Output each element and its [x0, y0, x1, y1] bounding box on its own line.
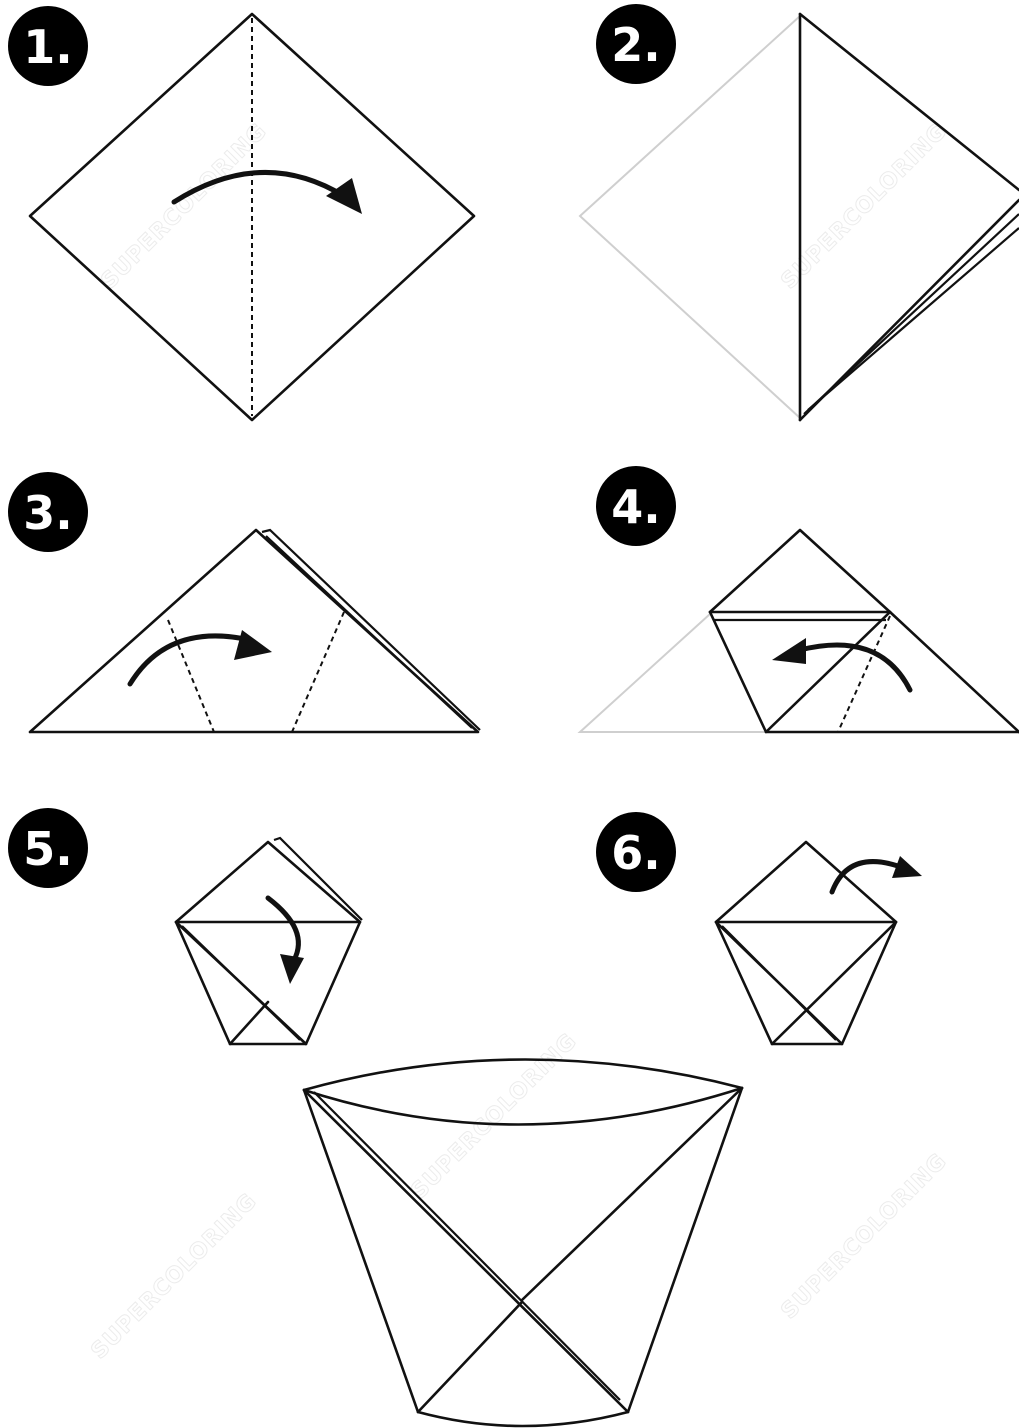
step-1-diagram: [30, 14, 474, 420]
right-diagonal: [772, 922, 896, 1044]
step-number-5: 5.: [23, 822, 72, 876]
triangle-top: [710, 530, 890, 612]
fold-arrow: [832, 862, 898, 892]
folded-flap: [710, 612, 890, 732]
back-layer-edge: [274, 838, 362, 920]
cup-diagonal-right: [522, 1088, 742, 1300]
step-3-diagram: [30, 530, 480, 732]
cup-diagonal-lower: [418, 1302, 522, 1412]
fold-arrow: [268, 898, 298, 960]
step-badge-5: 5.: [8, 808, 88, 888]
cup-outline: [716, 842, 896, 1044]
finished-cup-diagram: [304, 1059, 742, 1426]
cup-base: [418, 1412, 628, 1426]
arrow-head: [772, 638, 806, 664]
watermark-1: SUPERCOLORING: [97, 119, 272, 294]
left-diagonal-inner: [182, 926, 300, 1040]
watermark-3: SUPERCOLORING: [87, 1189, 262, 1364]
step-number-2: 2.: [611, 18, 660, 72]
step-number-4: 4.: [611, 480, 660, 534]
fold-arrow: [130, 636, 250, 684]
arrow-head: [280, 954, 304, 984]
fold-line: [838, 616, 890, 732]
triangle-outline: [30, 530, 478, 732]
watermark-4: SUPERCOLORING: [777, 1149, 952, 1324]
cup-outline: [176, 842, 360, 1044]
left-diagonal-inner: [722, 926, 836, 1040]
step-badge-1: 1.: [8, 6, 88, 86]
back-layer-edge-1: [262, 530, 480, 730]
arrow-head: [326, 178, 362, 214]
step-badge-2: 2.: [596, 4, 676, 84]
step-4-diagram: [580, 530, 1019, 732]
step-badge-3: 3.: [8, 472, 88, 552]
step-6-diagram: [716, 842, 922, 1044]
step-number-3: 3.: [23, 486, 72, 540]
arrow-head: [234, 630, 272, 660]
right-lower-diagonal: [230, 1002, 268, 1044]
cup-right-side: [628, 1088, 742, 1412]
watermark-layer: SUPERCOLORING SUPERCOLORING SUPERCOLORIN…: [87, 119, 952, 1364]
arrow-head: [892, 856, 922, 878]
watermark-5: SUPERCOLORING: [407, 1029, 582, 1204]
step-badge-4: 4.: [596, 466, 676, 546]
back-layer-edge-2: [266, 536, 472, 728]
watermark-2: SUPERCOLORING: [777, 119, 952, 294]
step-badge-6: 6.: [596, 812, 676, 892]
layer-edge-2: [808, 228, 1019, 410]
step-number-1: 1.: [23, 20, 72, 74]
step-5-diagram: [176, 838, 362, 1044]
step-number-6: 6.: [611, 826, 660, 880]
fold-line-right: [292, 612, 344, 732]
right-edge: [890, 612, 1019, 732]
